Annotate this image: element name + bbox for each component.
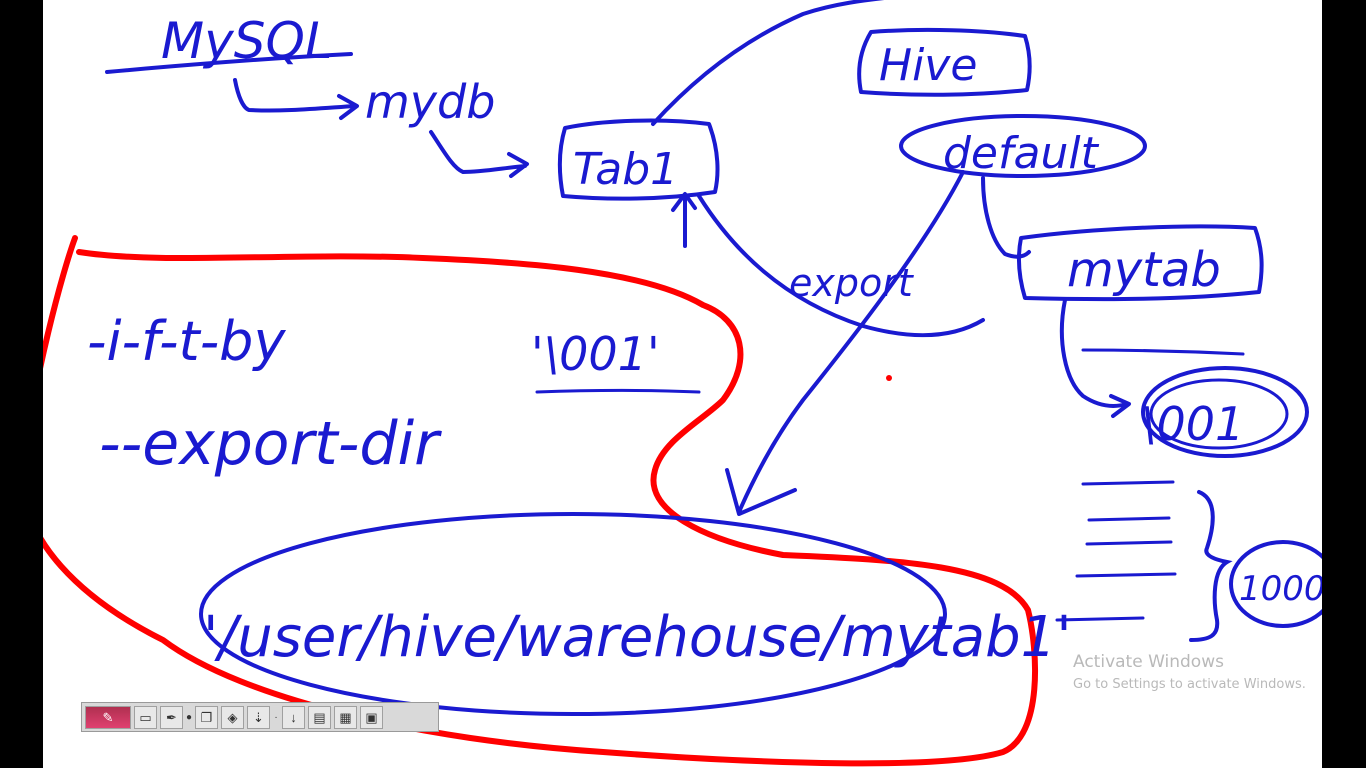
tab1-box [557, 118, 720, 201]
default-ellipse [899, 114, 1147, 178]
pen-color-icon[interactable]: ✎ [85, 705, 131, 729]
tab1-label: Tab1 [573, 144, 678, 195]
path-ellipse [199, 512, 947, 716]
tab1-curve-top [651, 0, 885, 126]
mytab-label: mytab [1067, 242, 1221, 298]
delimiter-circle-inner [1149, 378, 1289, 450]
pen-toolbar: ✎ ▭ ✒ ● ❐ ◈ ⇣ · ↓ ▤ ▦ ▣ [81, 702, 439, 732]
hive-label: Hive [879, 40, 977, 91]
delimiter-underline [535, 389, 701, 394]
down-arrow-icon[interactable]: ↓ [282, 705, 305, 729]
right-brace [1189, 490, 1233, 642]
arrow-mydb-to-tab1 [429, 130, 529, 178]
activate-windows-watermark: Activate Windows Go to Settings to activ… [1073, 652, 1306, 694]
dot-icon[interactable]: ● [185, 711, 193, 723]
delimiter-circle [1141, 366, 1309, 458]
pen-icon[interactable]: ✒ [160, 705, 183, 729]
export-label: export [789, 261, 915, 305]
tab1-arrow-up [671, 192, 697, 248]
ink-layer: MySQL mydb Tab1 Hive default mytab expor… [43, 0, 1322, 767]
page-grid-icon[interactable]: ▦ [334, 705, 357, 729]
count-label: 1000 [1239, 569, 1322, 609]
delimiter-value-label: \001 [1141, 397, 1244, 451]
copy-icon[interactable]: ❐ [195, 705, 218, 729]
red-highlight-loop [43, 235, 1038, 767]
arrow-mytab-to-001 [1059, 298, 1131, 418]
toolbar-separator: · [274, 711, 278, 723]
default-to-mytab [981, 176, 1031, 259]
red-dot [886, 375, 892, 381]
warehouse-path-label: '/user/hive/warehouse/mytab1' [203, 605, 1072, 670]
page-icon[interactable]: ▤ [308, 705, 331, 729]
export-curve [697, 194, 985, 338]
screen-icon[interactable]: ▭ [134, 705, 157, 729]
arrow-mysql-to-mydb [233, 78, 359, 120]
undo-arrow-icon[interactable]: ⇣ [247, 705, 270, 729]
folder-icon[interactable]: ▣ [360, 705, 383, 729]
mytab-box [1016, 224, 1264, 302]
fields-terminated-by-label: -i-f-t-by [87, 310, 286, 373]
export-dir-label: --export-dir [99, 409, 442, 479]
count-circle [1229, 540, 1322, 628]
mydb-label: mydb [365, 75, 495, 129]
default-label: default [943, 128, 1100, 179]
eraser-icon[interactable]: ◈ [221, 705, 244, 729]
mysql-underline [105, 52, 353, 74]
whiteboard-canvas[interactable]: MySQL mydb Tab1 Hive default mytab expor… [43, 0, 1322, 768]
data-rows-lines [1055, 480, 1177, 622]
activate-title: Activate Windows [1073, 652, 1224, 672]
hive-box [857, 27, 1032, 97]
delimiter-quote-label: '\001' [531, 327, 660, 381]
arrow-default-to-path [725, 170, 965, 516]
activate-subtitle: Go to Settings to activate Windows. [1073, 677, 1306, 692]
delimiter-overline [1081, 348, 1245, 356]
mysql-label: MySQL [161, 12, 333, 70]
